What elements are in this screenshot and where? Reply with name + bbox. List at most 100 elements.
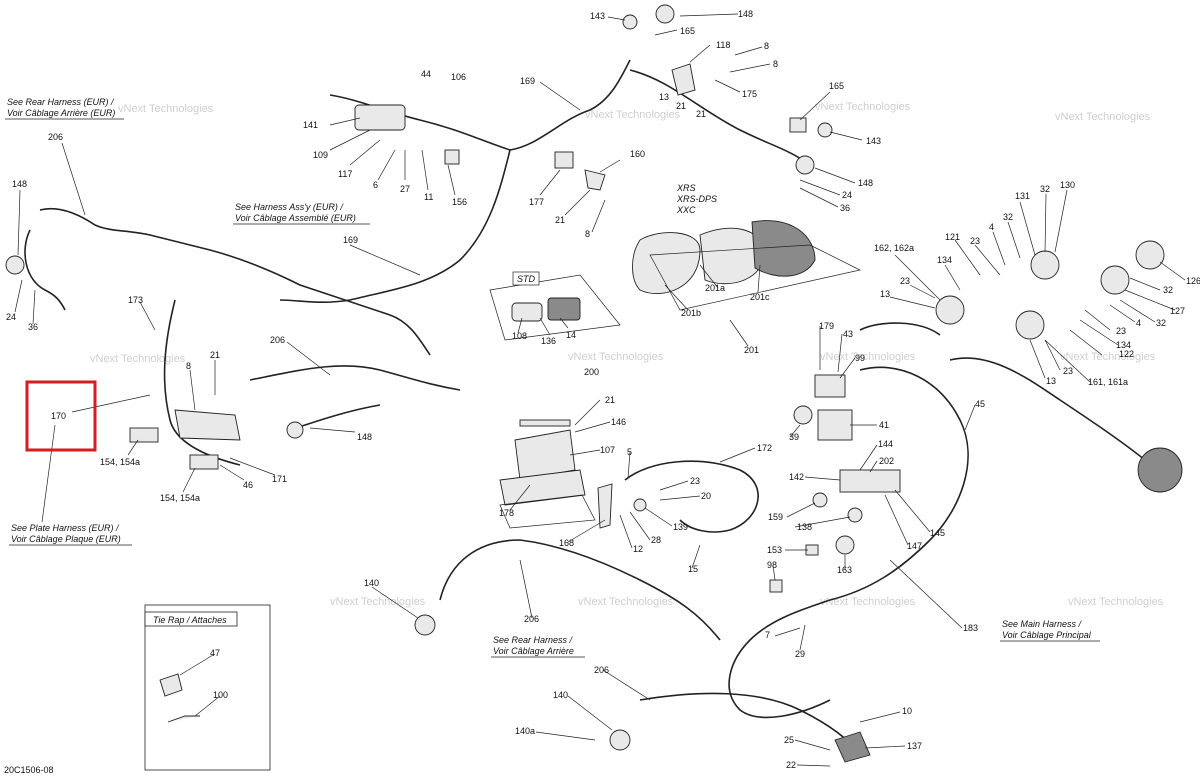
part-label[interactable]: 8 (764, 41, 769, 51)
part-label[interactable]: 36 (28, 322, 38, 332)
part-label[interactable]: 172 (757, 443, 772, 453)
part-label[interactable]: 5 (627, 447, 632, 457)
part-label[interactable]: 161, 161a (1088, 377, 1128, 387)
note-main-harness[interactable]: See Main Harness / Voir Câblage Principa… (1000, 619, 1100, 642)
part-label[interactable]: 147 (907, 541, 922, 551)
part-label[interactable]: 47 (210, 648, 220, 658)
part-label[interactable]: 165 (829, 81, 844, 91)
part-label[interactable]: 201b (681, 308, 701, 318)
part-label[interactable]: 143 (590, 11, 605, 21)
part-label[interactable]: 140a (515, 726, 535, 736)
part-label[interactable]: 168 (559, 538, 574, 548)
part-label[interactable]: 25 (784, 735, 794, 745)
part-label[interactable]: 162, 162a (874, 243, 914, 253)
part-label[interactable]: 160 (630, 149, 645, 159)
part-label[interactable]: 130 (1060, 180, 1075, 190)
part-label[interactable]: 141 (303, 120, 318, 130)
part-label[interactable]: 134 (1116, 340, 1131, 350)
part-label[interactable]: 39 (789, 432, 799, 442)
part-label[interactable]: 206 (594, 665, 609, 675)
part-label[interactable]: 179 (819, 321, 834, 331)
part-label[interactable]: 4 (1136, 318, 1141, 328)
part-label[interactable]: 32 (1040, 184, 1050, 194)
part-label[interactable]: 145 (930, 528, 945, 538)
part-label[interactable]: 146 (611, 417, 626, 427)
part-label[interactable]: 169 (343, 235, 358, 245)
part-label[interactable]: 206 (48, 132, 63, 142)
part-label[interactable]: 148 (12, 179, 27, 189)
part-label[interactable]: 175 (742, 89, 757, 99)
part-label[interactable]: 118 (716, 40, 730, 50)
part-label[interactable]: 23 (900, 276, 910, 286)
part-label[interactable]: 98 (767, 560, 777, 570)
part-label[interactable]: 163 (837, 565, 852, 575)
part-label[interactable]: 201 (744, 345, 759, 355)
part-label[interactable]: 21 (210, 350, 220, 360)
part-label[interactable]: 148 (357, 432, 372, 442)
part-label[interactable]: 173 (128, 295, 143, 305)
part-label-170[interactable]: 170 (51, 411, 66, 421)
part-label[interactable]: 177 (529, 197, 544, 207)
part-label[interactable]: 206 (524, 614, 539, 624)
part-label[interactable]: 183 (963, 623, 978, 633)
part-label[interactable]: 142 (789, 472, 804, 482)
part-label[interactable]: 41 (879, 420, 889, 430)
part-label[interactable]: 15 (688, 564, 698, 574)
part-label[interactable]: 32 (1163, 285, 1173, 295)
part-label[interactable]: 165 (680, 26, 695, 36)
part-label[interactable]: 126 (1186, 276, 1200, 286)
part-label[interactable]: 139 (673, 522, 688, 532)
part-label[interactable]: 43 (843, 329, 853, 339)
part-label[interactable]: 6 (373, 180, 378, 190)
part-label[interactable]: 20 (701, 491, 711, 501)
part-label[interactable]: 13 (1046, 376, 1056, 386)
part-label[interactable]: 13 (659, 92, 669, 102)
part-label[interactable]: 159 (768, 512, 783, 522)
part-label[interactable]: 24 (842, 190, 852, 200)
part-label[interactable]: 24 (6, 312, 16, 322)
part-label[interactable]: 131 (1015, 191, 1030, 201)
part-label[interactable]: 108 (512, 331, 527, 341)
part-label[interactable]: 11 (424, 192, 433, 202)
part-label[interactable]: 22 (786, 760, 796, 770)
part-label[interactable]: 138 (797, 522, 812, 532)
part-label[interactable]: 23 (970, 236, 980, 246)
part-label[interactable]: 202 (879, 456, 894, 466)
part-label[interactable]: 100 (213, 690, 228, 700)
part-label[interactable]: 23 (1063, 366, 1073, 376)
part-label[interactable]: 127 (1170, 306, 1185, 316)
part-label[interactable]: 154, 154a (160, 493, 200, 503)
part-label[interactable]: 122 (1119, 349, 1134, 359)
part-label[interactable]: 156 (452, 197, 467, 207)
part-label[interactable]: 140 (553, 690, 568, 700)
note-harness-assy-eur[interactable]: See Harness Ass'y (EUR) / Voir Câblage A… (233, 202, 370, 225)
part-label[interactable]: 153 (767, 545, 782, 555)
part-label[interactable]: 107 (600, 445, 615, 455)
note-rear-harness[interactable]: See Rear Harness / Voir Câblage Arrière (491, 635, 585, 658)
part-label[interactable]: 21 (676, 101, 686, 111)
part-label[interactable]: 23 (1116, 326, 1126, 336)
part-label[interactable]: 148 (858, 178, 873, 188)
part-label[interactable]: 109 (313, 150, 328, 160)
part-label[interactable]: 21 (555, 215, 565, 225)
part-label[interactable]: 10 (902, 706, 912, 716)
part-label[interactable]: 32 (1156, 318, 1166, 328)
part-label[interactable]: 23 (690, 476, 700, 486)
part-label[interactable]: 28 (651, 535, 661, 545)
part-label[interactable]: 201a (705, 283, 725, 293)
part-label[interactable]: 7 (765, 630, 770, 640)
part-label[interactable]: 171 (272, 474, 287, 484)
part-label[interactable]: 8 (585, 229, 590, 239)
part-label[interactable]: 12 (633, 544, 643, 554)
part-label[interactable]: 144 (878, 439, 893, 449)
part-label[interactable]: 201c (750, 292, 770, 302)
part-label[interactable]: 143 (866, 136, 881, 146)
part-label[interactable]: 29 (795, 649, 805, 659)
part-label[interactable]: 21 (605, 395, 615, 405)
part-label[interactable]: 136 (541, 336, 556, 346)
part-label[interactable]: 8 (773, 59, 778, 69)
part-label[interactable]: 206 (270, 335, 285, 345)
part-label[interactable]: 134 (937, 255, 952, 265)
part-label[interactable]: 14 (566, 330, 576, 340)
part-label[interactable]: 8 (186, 361, 191, 371)
